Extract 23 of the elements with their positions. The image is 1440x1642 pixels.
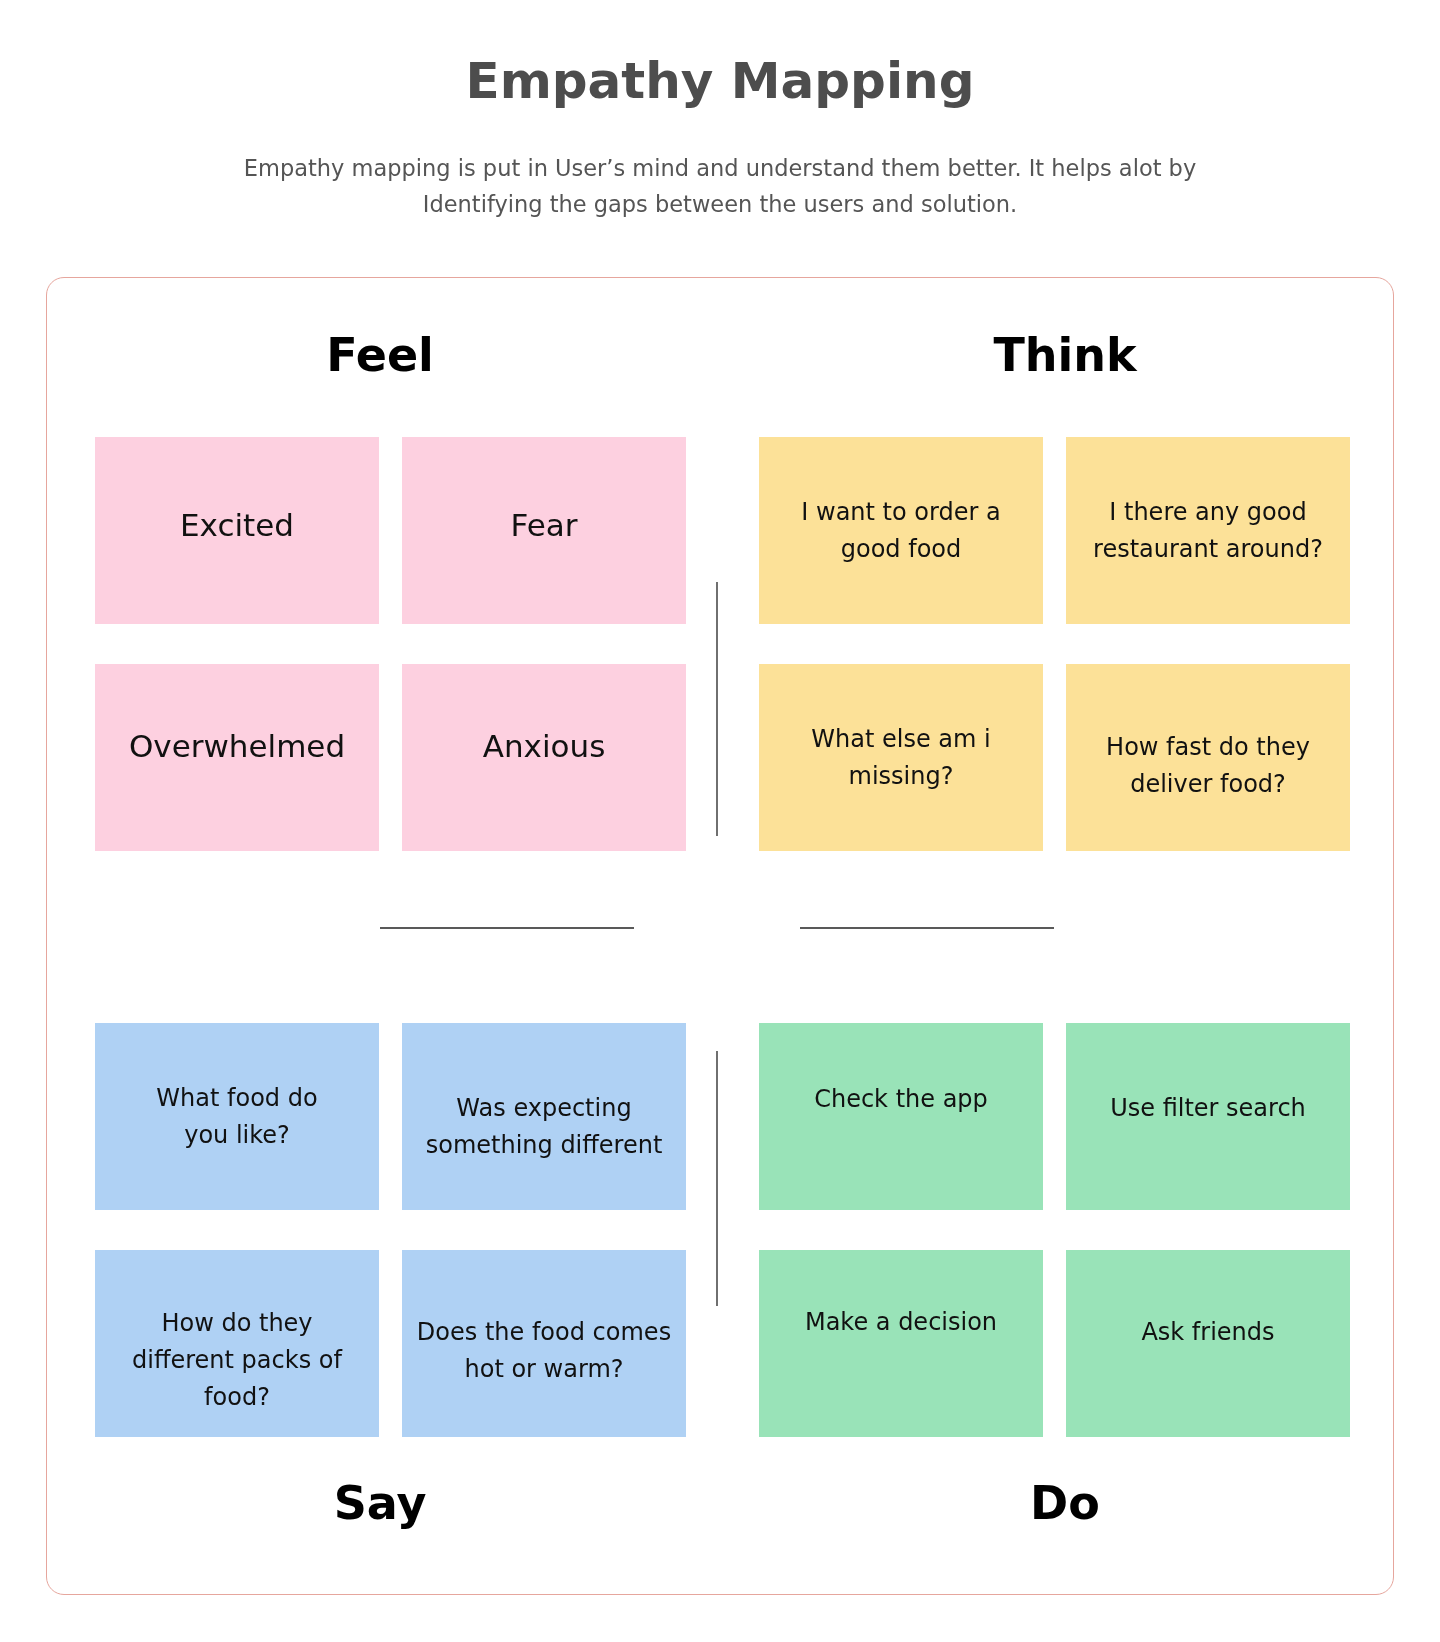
sticky-note: How fast do they deliver food?: [1066, 664, 1350, 851]
sticky-note: Check the app: [759, 1023, 1043, 1210]
sticky-note: Anxious: [402, 664, 686, 851]
quadrant-heading: Think: [992, 328, 1138, 382]
sticky-note: Use filter search: [1066, 1023, 1350, 1210]
quadrant-heading: Feel: [325, 328, 435, 382]
sticky-note: Was expecting something different: [402, 1023, 686, 1210]
sticky-note: What else am i missing?: [759, 664, 1043, 851]
sticky-note: Excited: [95, 437, 379, 624]
quadrant-heading: Do: [1029, 1476, 1101, 1530]
sticky-note: Does the food comes hot or warm?: [402, 1250, 686, 1437]
sticky-note: I there any good restaurant around?: [1066, 437, 1350, 624]
sticky-note: How do they different packs of food?: [95, 1250, 379, 1437]
title: Empathy Mapping: [464, 52, 976, 110]
sticky-note: Make a decision: [759, 1250, 1043, 1437]
sticky-note: Fear: [402, 437, 686, 624]
quadrant-heading: Say: [332, 1476, 428, 1530]
sticky-note: Ask friends: [1066, 1250, 1350, 1437]
sticky-note: I want to order a good food: [759, 437, 1043, 624]
sticky-note: What food do you like?: [95, 1023, 379, 1210]
board-frame: [46, 277, 1394, 1595]
subtitle: Empathy mapping is put in User’s mind and understand them better. It helps alot by Identifying the gaps between the users and solution.: [242, 154, 1198, 219]
sticky-note: Overwhelmed: [95, 664, 379, 851]
